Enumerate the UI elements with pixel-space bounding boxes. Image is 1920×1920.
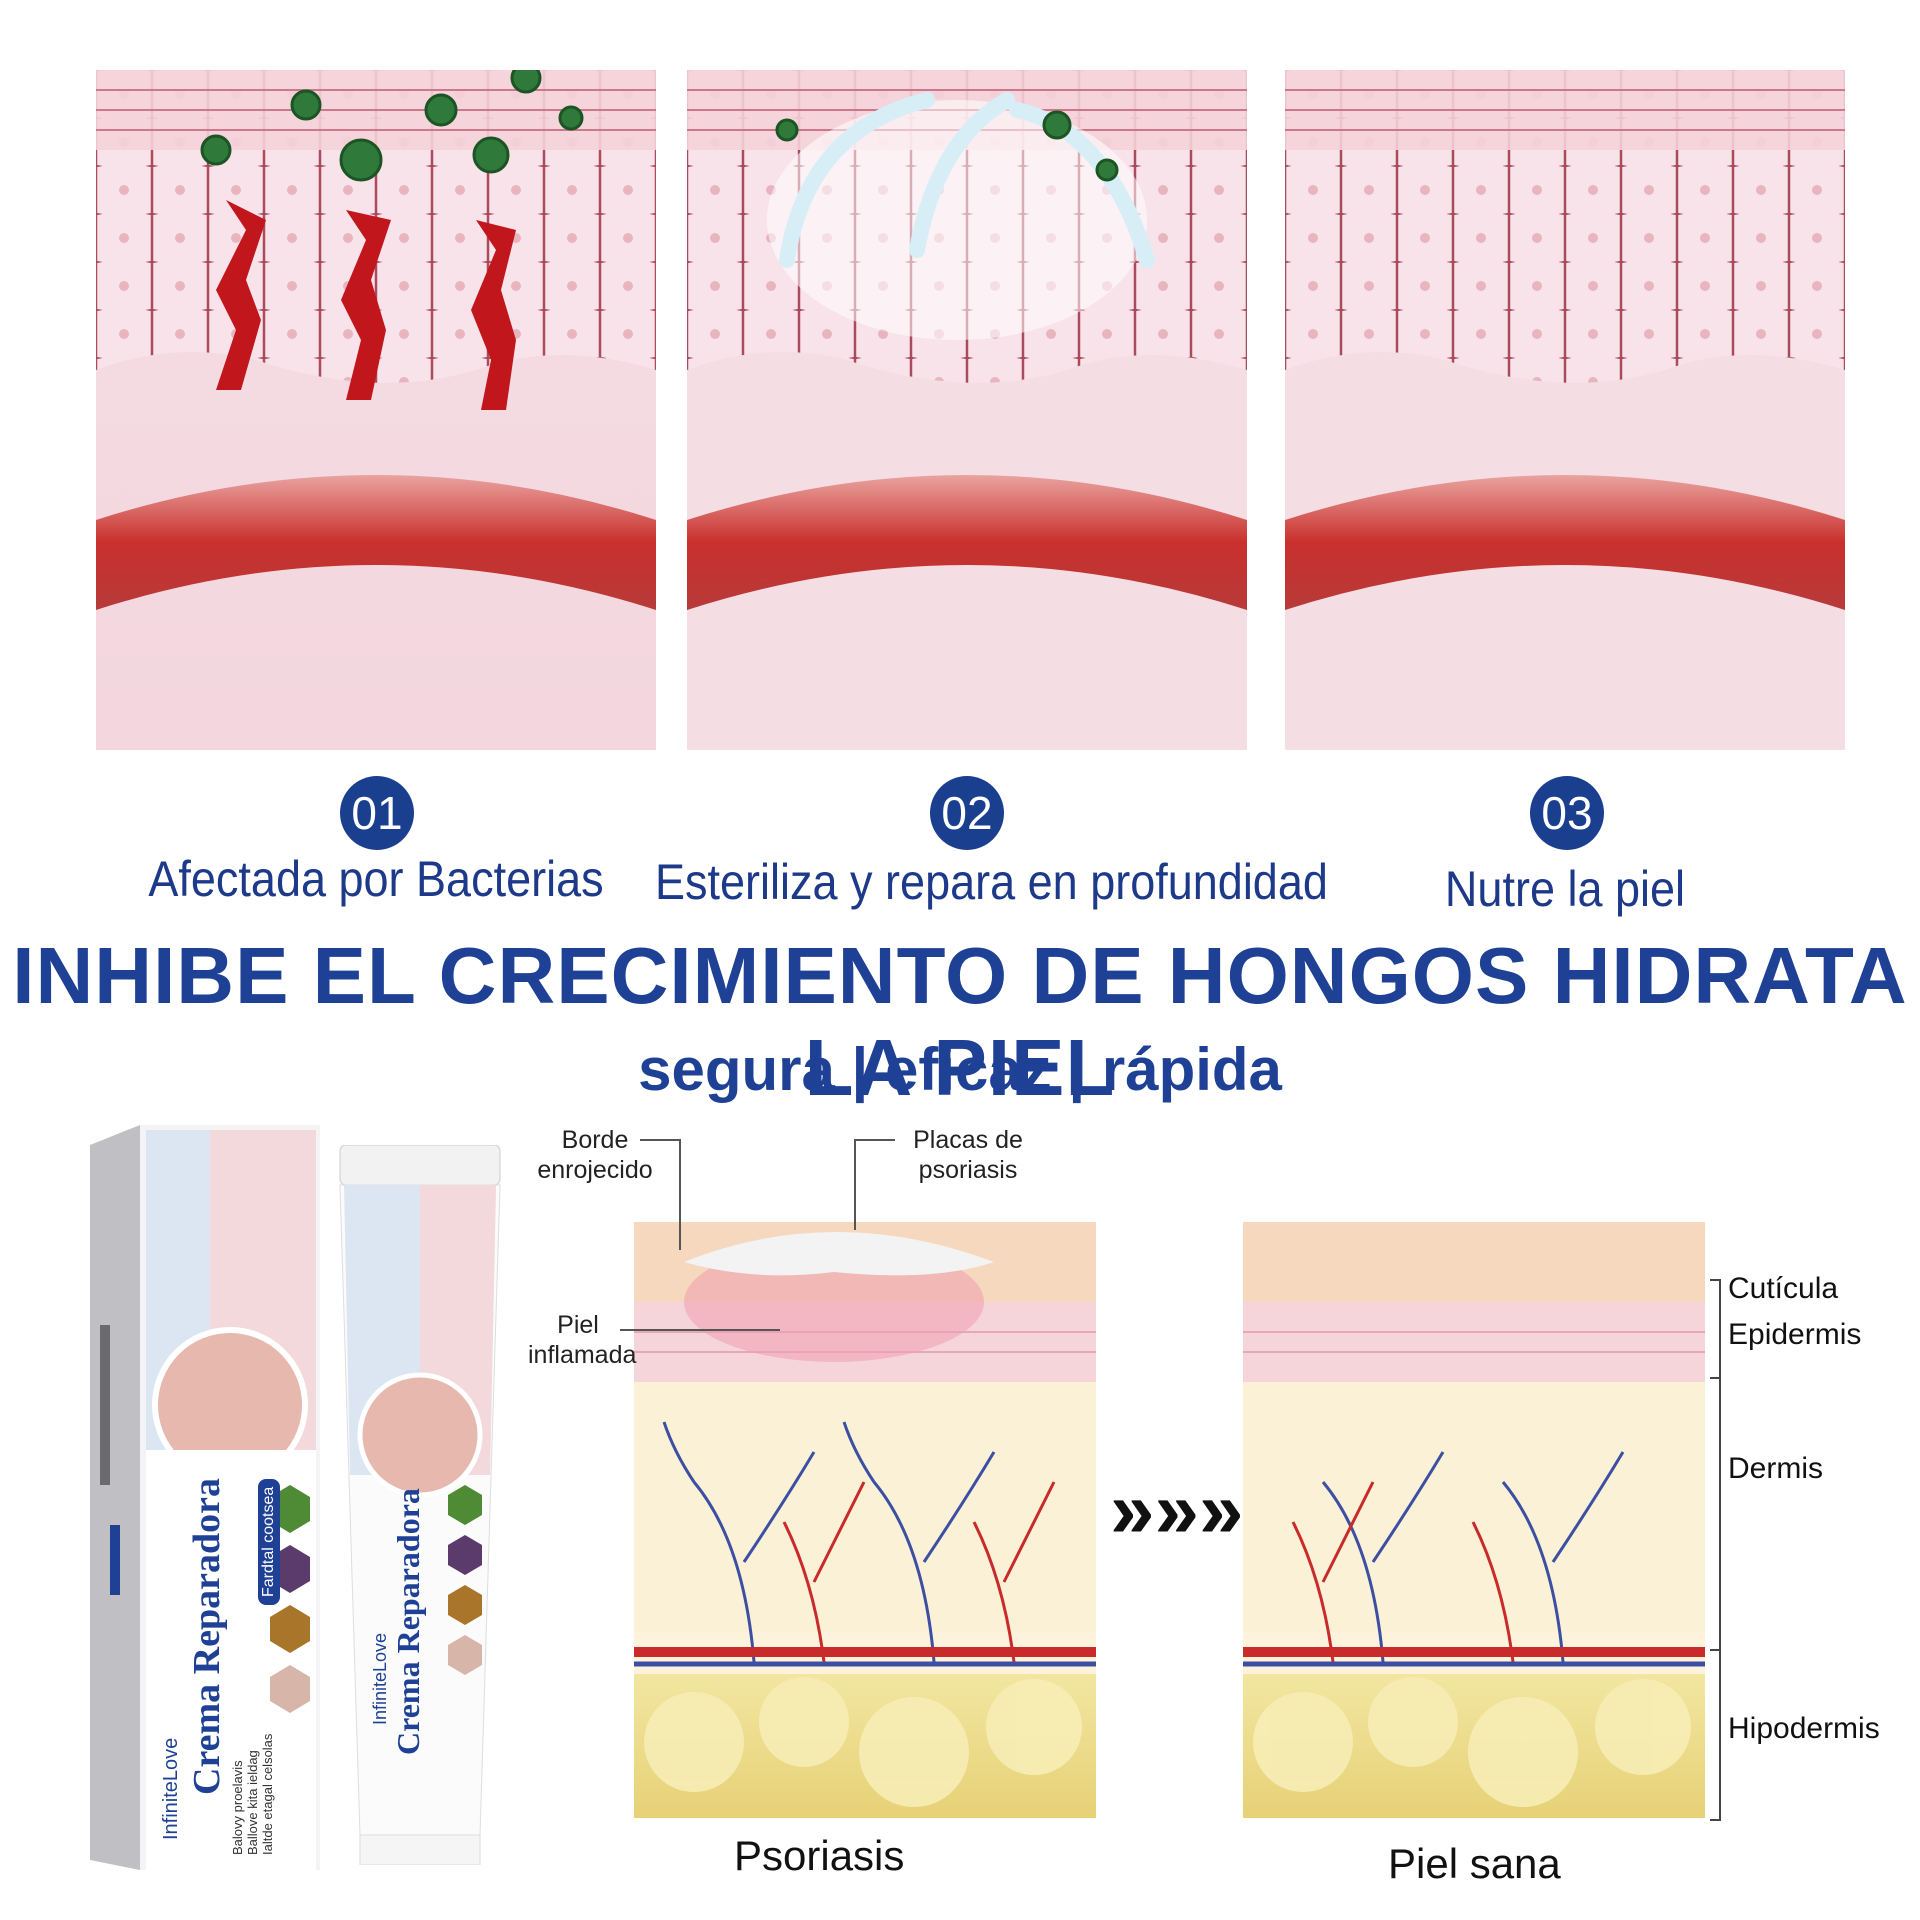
layer-hipodermis: Hipodermis — [1728, 1712, 1880, 1745]
product-box-graphic — [90, 1125, 320, 1870]
box-brand: InfiniteLove — [160, 1737, 182, 1840]
panel-healthy-skin — [1285, 70, 1845, 750]
panel-sterilize-skin — [687, 70, 1247, 750]
product-tube: Crema Reparadora InfiniteLove — [330, 1144, 510, 1866]
healthy-diagram — [1243, 1222, 1705, 1818]
panel-infected-skin — [96, 70, 656, 750]
caption-healthy: Piel sana — [1388, 1840, 1561, 1887]
layer-bracket — [1710, 1279, 1721, 1821]
box-bullet-3: Ialtde etagal celsolas — [260, 1733, 275, 1855]
step-1-badge: 01 — [340, 776, 414, 850]
step-2-label: Esteriliza y repara en profundidad — [655, 854, 1328, 910]
step-3-badge: 03 — [1530, 776, 1604, 850]
headline: INHIBE EL CRECIMIENTO DE HONGOS HIDRATA … — [12, 931, 1908, 1112]
layer-cuticula: Cutícula — [1728, 1272, 1839, 1305]
step-3-label: Nutre la piel — [1444, 861, 1686, 917]
callout-inflamed-line — [620, 1329, 780, 1331]
callout-red-border-line — [640, 1139, 681, 1250]
callout-red-border: Borde enrojecido — [537, 1126, 653, 1184]
transition-arrow: »»» — [1110, 1465, 1244, 1554]
box-brand-name: Crema Reparadora — [186, 1478, 228, 1795]
callout-plaques-line — [854, 1139, 895, 1230]
callout-inflamed: Piel inflamada — [528, 1311, 637, 1369]
psoriasis-diagram — [634, 1222, 1096, 1818]
callout-plaques: Placas de psoriasis — [913, 1126, 1023, 1184]
tube-brand-name: Crema Reparadora — [390, 1488, 426, 1755]
layer-epidermis: Epidermis — [1728, 1318, 1862, 1351]
box-bullet-1: Balovy proelavis — [230, 1760, 245, 1855]
step-1-label: Afectada por Bacterias — [148, 851, 604, 907]
layer-dermis: Dermis — [1728, 1452, 1823, 1485]
subline: segura | eficaz | rápida — [638, 1036, 1282, 1103]
caption-psoriasis: Psoriasis — [734, 1832, 905, 1879]
product-box: Crema Reparadora InfiniteLove Fardtal co… — [90, 1125, 320, 1870]
box-tag: Fardtal cootsea — [258, 1478, 280, 1605]
step-2-badge: 02 — [930, 776, 1004, 850]
product-tube-graphic — [339, 1144, 501, 1866]
tube-brand: InfiniteLove — [370, 1632, 390, 1725]
box-bullet-2: Ballove kita ieldag — [245, 1750, 260, 1855]
